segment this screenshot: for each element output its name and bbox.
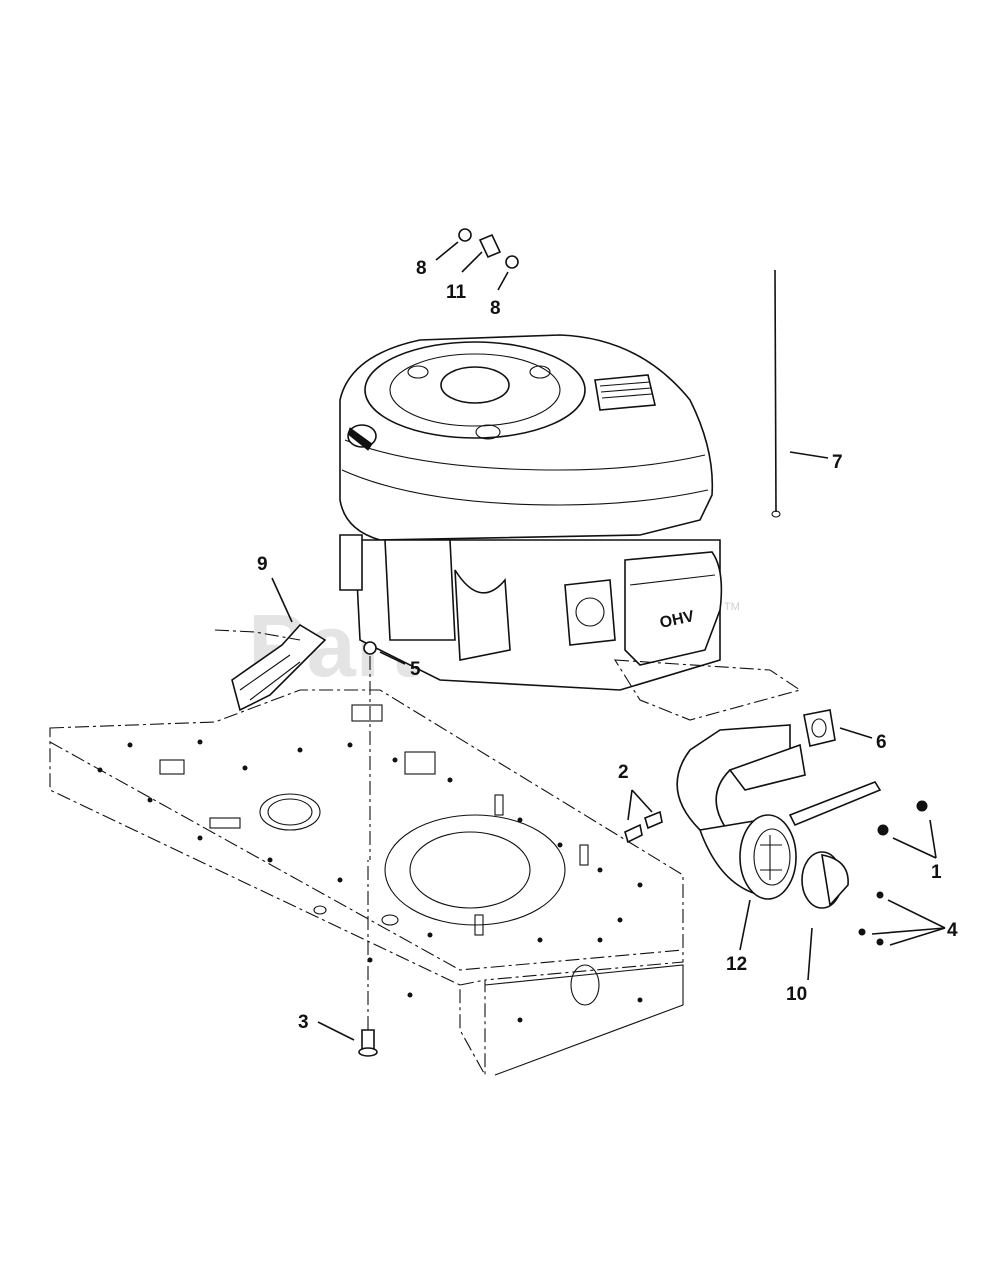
- part-10-cap: [801, 851, 884, 946]
- watermark-trademark: TM: [724, 601, 740, 613]
- part-7-rod: [771, 269, 781, 518]
- callout-9: 9: [257, 554, 268, 575]
- callout-4: 4: [947, 920, 958, 941]
- part-6-gasket: [803, 709, 836, 747]
- callout-8: 8: [416, 258, 427, 279]
- callout-6: 6: [876, 732, 887, 753]
- engine-label: OHV: [658, 608, 696, 632]
- callout-11: 11: [446, 282, 467, 303]
- callout-8: 8: [490, 298, 501, 319]
- callout-5: 5: [410, 659, 421, 680]
- part-2-bolts: [624, 810, 663, 844]
- parts-8-11-fittings: [458, 228, 519, 269]
- callout-3: 3: [298, 1012, 309, 1033]
- engine-assembly: OHV: [339, 334, 802, 721]
- callout-2: 2: [618, 762, 629, 783]
- chassis-frame: [49, 689, 684, 1078]
- leader-lines: [271, 241, 946, 1041]
- part-9-bracket: [214, 623, 327, 712]
- callout-1: 1: [931, 862, 942, 883]
- part-1-strap: [788, 781, 928, 836]
- part-5-nut: [363, 641, 377, 860]
- part-3-bolt: [358, 860, 378, 1057]
- callout-10: 10: [786, 984, 807, 1005]
- callouts: 8 11 8 7 9 5 6 2 1 4 12 10 3: [257, 258, 958, 1033]
- part-12-muffler: [676, 724, 806, 900]
- callout-7: 7: [832, 452, 843, 473]
- callout-12: 12: [726, 954, 747, 975]
